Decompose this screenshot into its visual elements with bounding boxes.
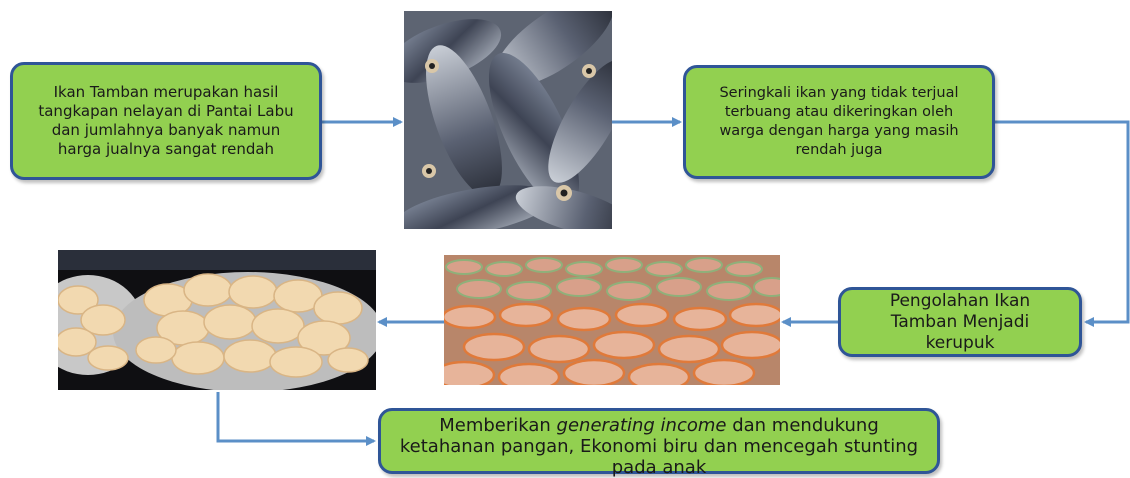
ikan-tamban-text: Ikan Tamban merupakan hasil tangkapan ne… [38,83,294,158]
memberikan-text: Memberikan generating income dan menduku… [395,415,923,478]
arrow-plate-to-box4 [216,392,376,446]
fish-photo [404,11,612,229]
seringkali-text: Seringkali ikan yang tidak terjual terbu… [719,85,959,158]
seringkali-box: Seringkali ikan yang tidak terjual terbu… [683,65,995,179]
raw-crackers-image [444,255,780,385]
arrow-box2-to-pengolahan [995,120,1130,327]
pengolahan-box: Pengolahan Ikan Tamban Menjadi kerupuk [838,287,1082,357]
fried-crackers-photo [58,250,376,390]
pengolahan-text: Pengolahan Ikan Tamban Menjadi kerupuk [889,290,1031,353]
memberikan-text-italic: generating income [556,415,727,436]
raw-crackers-photo [444,255,780,385]
fish-image [404,11,612,229]
fried-crackers-image [58,250,376,390]
memberikan-box: Memberikan generating income dan menduku… [378,408,940,478]
ikan-tamban-box: Ikan Tamban merupakan hasil tangkapan ne… [10,62,322,180]
memberikan-text-start: Memberikan [439,415,557,436]
